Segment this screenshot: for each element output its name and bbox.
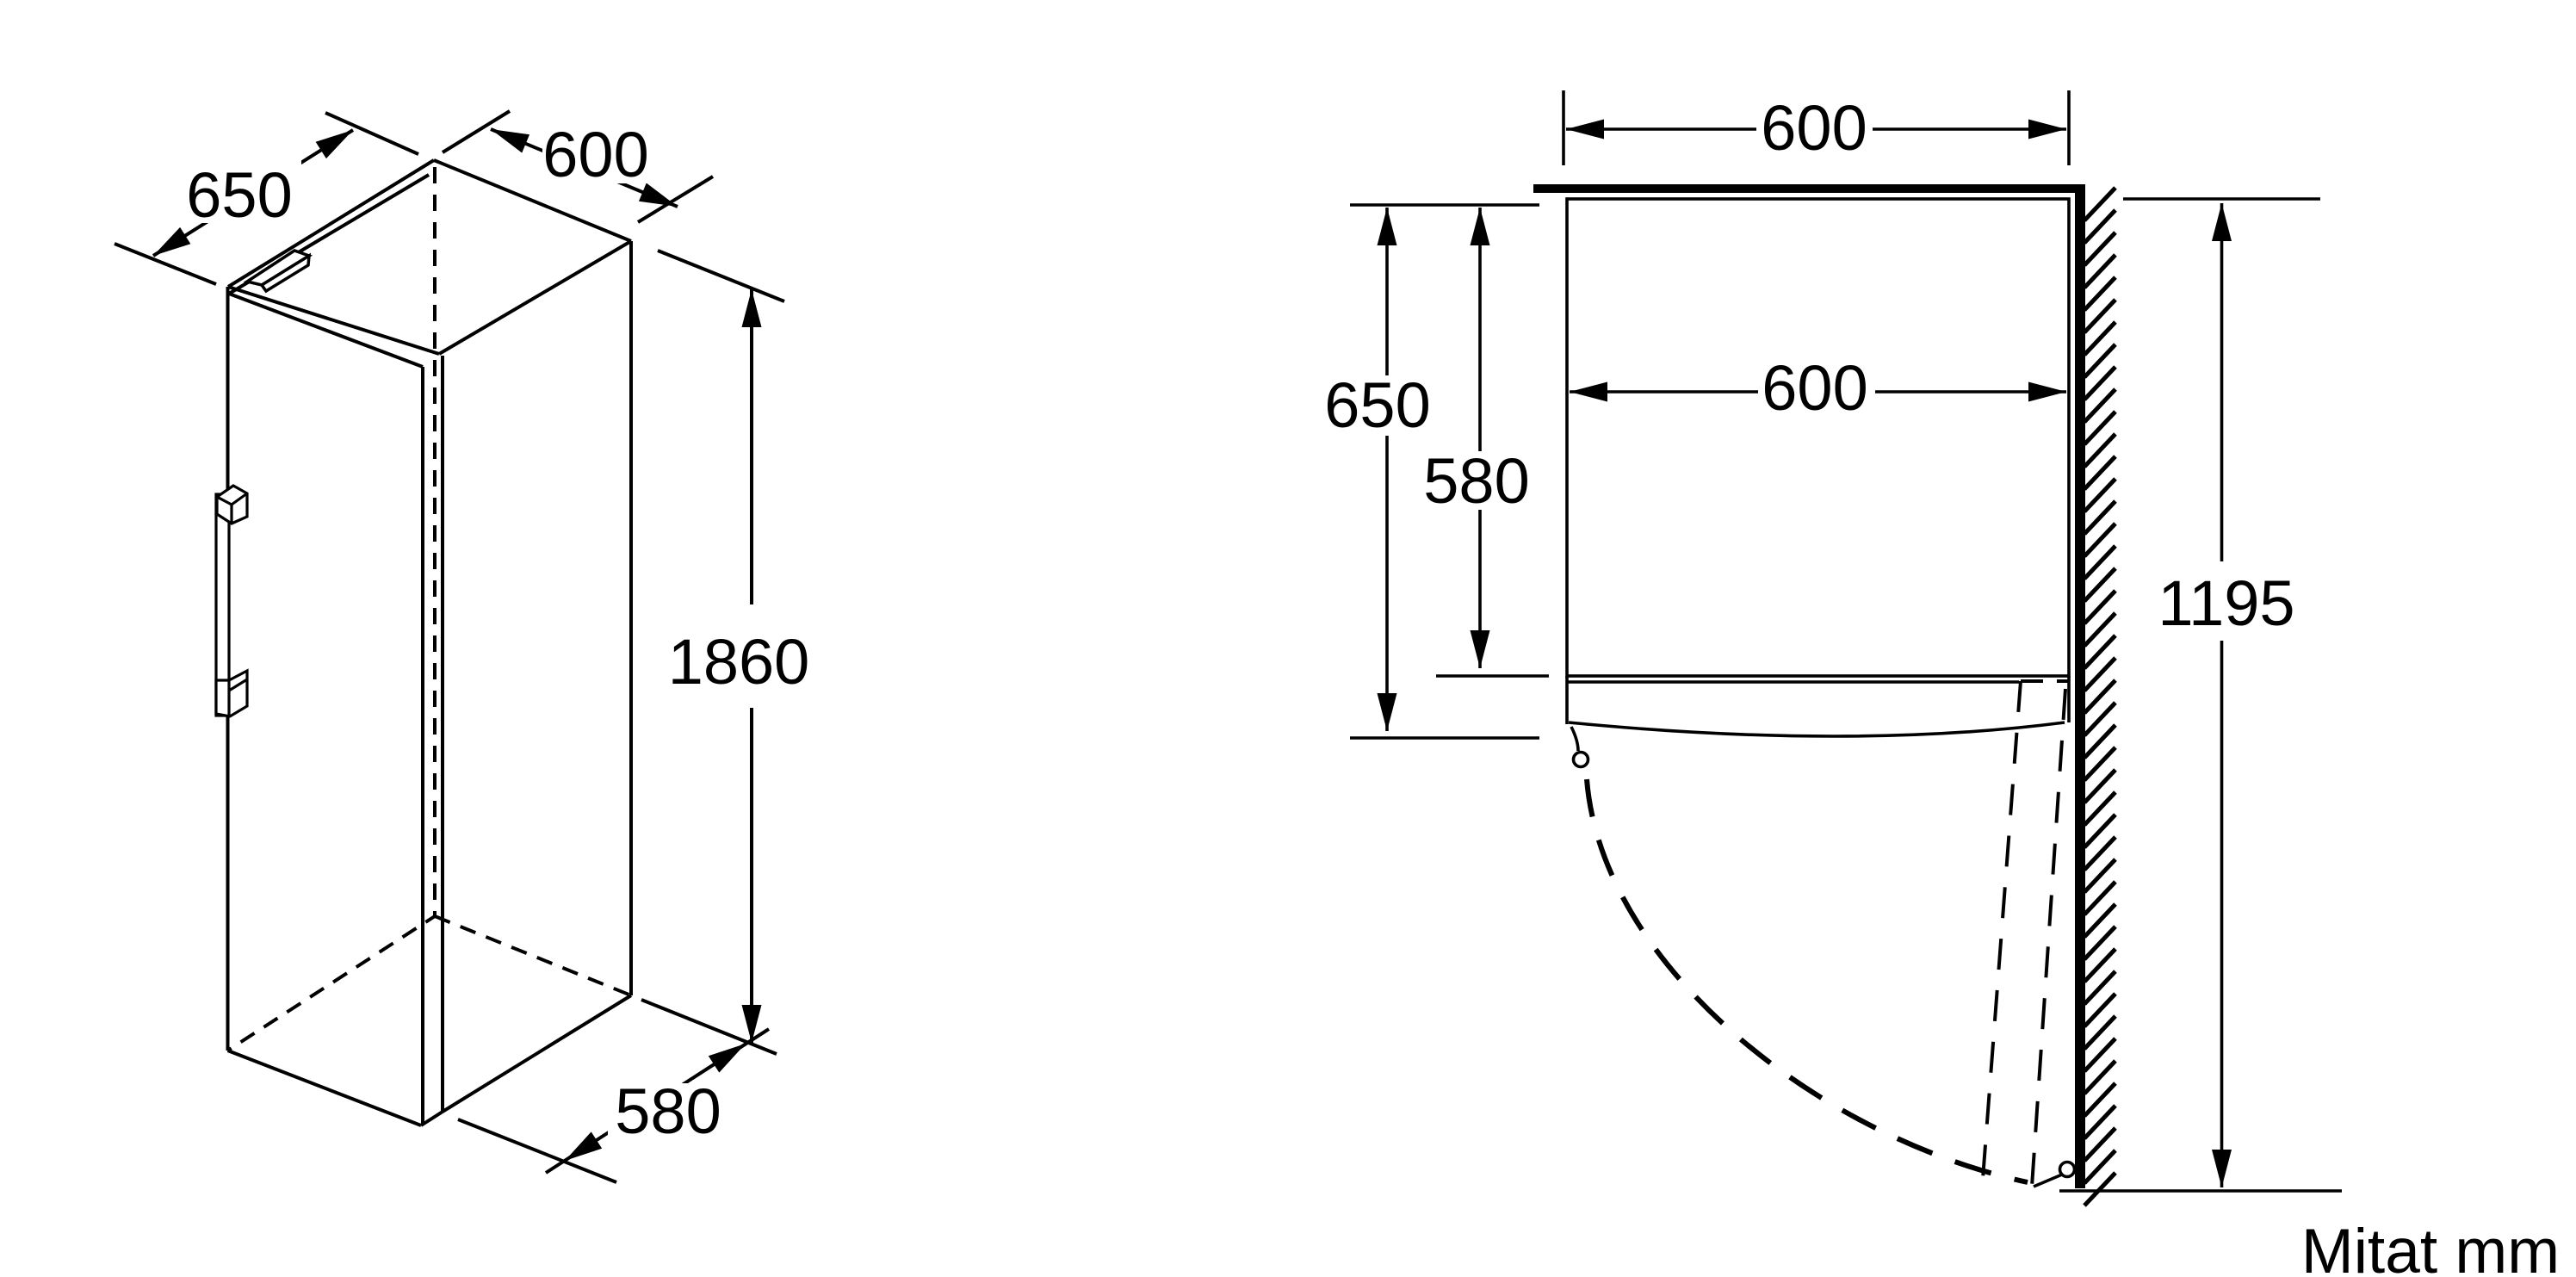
svg-text:600: 600 xyxy=(1761,92,1867,164)
svg-text:Mitat mm: Mitat mm xyxy=(2301,1217,2560,1277)
svg-text:650: 650 xyxy=(1324,369,1430,441)
svg-text:580: 580 xyxy=(615,1076,721,1147)
svg-text:600: 600 xyxy=(1762,352,1867,424)
svg-text:580: 580 xyxy=(1423,445,1529,517)
svg-text:1195: 1195 xyxy=(2158,567,2294,639)
svg-text:650: 650 xyxy=(186,159,292,231)
svg-text:1860: 1860 xyxy=(668,626,810,697)
svg-text:600: 600 xyxy=(542,119,648,190)
